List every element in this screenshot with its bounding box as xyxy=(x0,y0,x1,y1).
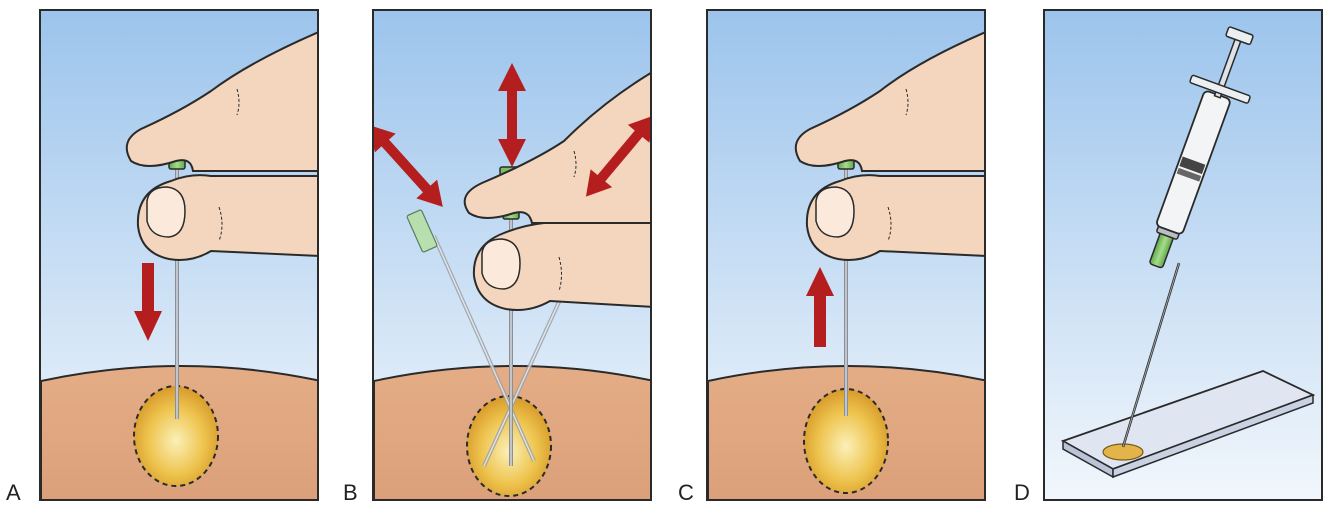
panel-a-illustration xyxy=(41,11,319,501)
panel-d-illustration xyxy=(1045,11,1323,501)
panel-a xyxy=(39,9,319,501)
panel-c xyxy=(706,9,986,501)
panel-b xyxy=(372,9,652,501)
panel-label-b: B xyxy=(343,482,358,504)
panel-label-d: D xyxy=(1014,482,1030,504)
panel-c-illustration xyxy=(708,11,986,501)
panel-b-illustration xyxy=(374,11,652,501)
panel-label-c: C xyxy=(678,482,694,504)
panel-d xyxy=(1043,9,1323,501)
panel-label-a: A xyxy=(6,482,21,504)
